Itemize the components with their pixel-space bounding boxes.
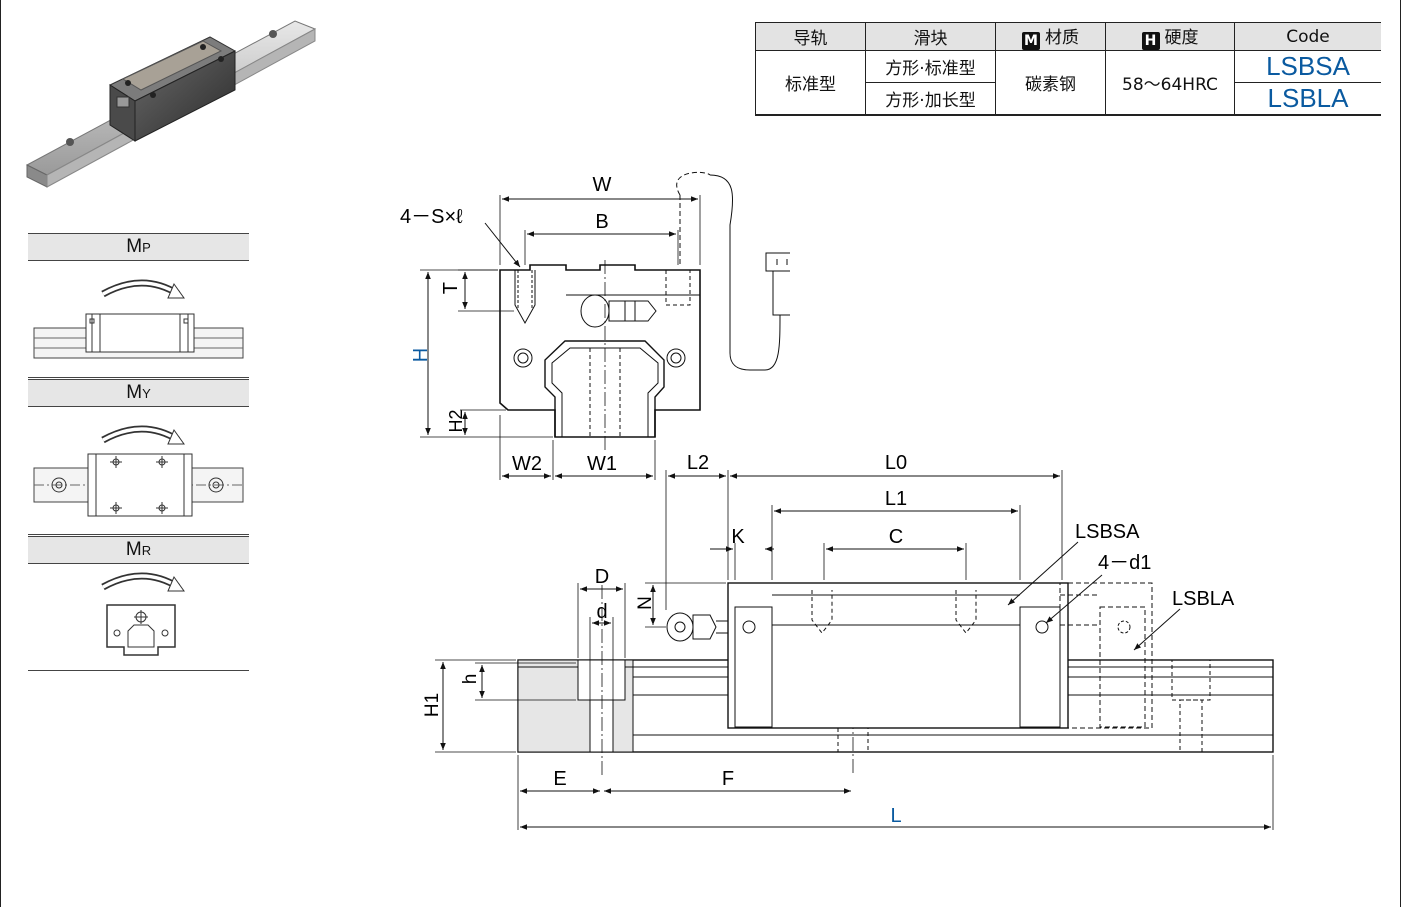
hardness-badge: H [1141,32,1160,50]
moment-my-header: MY [28,379,249,407]
header-hardness-text: 硬度 [1164,28,1199,48]
moment-mr-header: MR [28,536,249,564]
dim-H1: H1 [422,693,443,717]
dim-h: h [460,674,481,685]
header-rail: 导轨 [755,22,866,51]
mp-main: M [126,236,143,257]
mp-sub: P [142,240,151,255]
header-block: 滑块 [865,22,996,51]
moment-mp-header: MP [28,233,249,261]
dim-L1: L1 [885,488,907,510]
label-tap: 4－S×ℓ [400,206,463,228]
separator-1 [28,377,249,378]
cell-block-long: 方形·加长型 [865,82,996,116]
dim-W2: W2 [512,453,542,475]
my-main: M [126,382,143,403]
cell-code-standard: LSBSA [1234,50,1381,83]
product-photo [25,20,317,188]
separator-2 [28,534,249,535]
dim-W1: W1 [587,453,617,475]
mr-main: M [125,539,142,560]
dim-d: d [596,601,607,623]
side-view-drawing: L2 L0 L1 K C N D d h H1 E F L LSBSA 4－d1… [422,452,1274,830]
dim-K: K [731,526,745,548]
cell-block-standard: 方形·标准型 [865,50,996,83]
dim-D: D [595,566,609,588]
separator-3 [28,670,249,671]
dim-C: C [889,526,903,548]
header-code: Code [1234,22,1381,51]
dim-H: H [410,348,432,362]
front-view-drawing: W B 4－S×ℓ T H H2 W2 W1 [400,171,790,480]
dim-E: E [553,768,566,790]
mr-sub: R [141,543,152,558]
dim-L0: L0 [885,452,907,474]
label-hole: 4－d1 [1098,552,1151,574]
cell-hardness: 58～64HRC [1105,50,1235,116]
moment-mp-diagram [33,279,244,359]
cell-rail-type: 标准型 [755,50,866,116]
moment-my-diagram [33,425,244,517]
dim-L: L [890,805,901,827]
header-material-text: 材质 [1045,28,1079,48]
dim-T: T [440,282,462,294]
dim-N: N [635,596,656,610]
frame-left-border [0,0,1,907]
dim-F: F [722,768,734,790]
moment-mr-diagram [101,572,185,656]
header-material: M 材质 [995,22,1106,51]
my-sub: Y [142,386,151,401]
dim-H2: H2 [446,409,466,432]
dim-B: B [595,211,608,233]
cell-code-long: LSBLA [1234,82,1381,116]
label-lsbla: LSBLA [1172,588,1235,610]
dim-L2: L2 [687,452,709,474]
cell-material: 碳素钢 [995,50,1106,116]
dim-W: W [593,174,612,196]
material-badge: M [1022,32,1040,50]
label-lsbsa: LSBSA [1075,521,1140,543]
